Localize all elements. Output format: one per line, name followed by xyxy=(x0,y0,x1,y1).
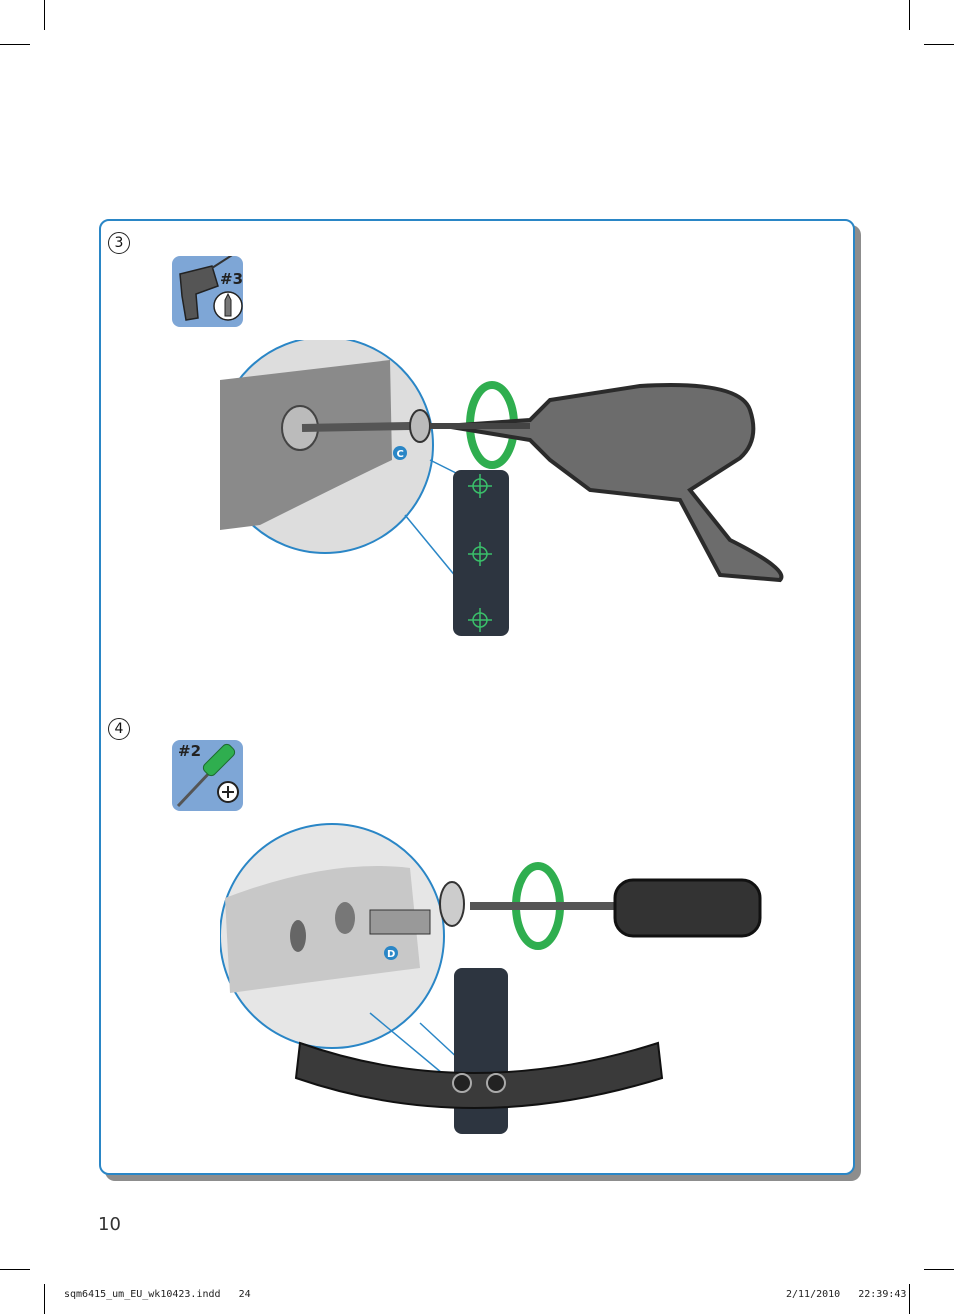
crop-mark xyxy=(924,44,954,45)
mount-bolt xyxy=(369,909,431,935)
step3-illustration: C xyxy=(220,340,784,636)
crop-mark xyxy=(44,1284,45,1314)
wall-mount-plate xyxy=(454,968,508,1134)
drill-bit-size-label: #3 xyxy=(220,270,244,288)
crop-mark xyxy=(909,0,910,30)
crop-mark xyxy=(0,1269,30,1270)
screwdriver-icon xyxy=(176,743,239,808)
print-slug-date-time: 2/11/2010 22:39:43 xyxy=(786,1289,907,1300)
print-slug-file-info: sqm6415_um_EU_wk10423.indd 24 xyxy=(64,1289,251,1300)
screw xyxy=(301,422,411,432)
drill-icon xyxy=(179,256,243,321)
callout-c-badge xyxy=(393,446,407,460)
step4-illustration: D xyxy=(220,823,762,1134)
curved-stand-bar xyxy=(294,1041,664,1109)
screwdriver-size-label: #2 xyxy=(178,742,202,760)
drill-target-markers xyxy=(468,474,492,632)
drill-bit-tool-badge xyxy=(172,256,243,327)
page-number: 10 xyxy=(98,1214,121,1235)
crop-mark xyxy=(44,0,45,30)
screwdriver-tool-badge xyxy=(172,740,243,811)
screwdriver-handle xyxy=(613,878,762,938)
crop-mark xyxy=(909,1284,910,1314)
power-drill xyxy=(444,383,784,583)
crop-mark xyxy=(924,1269,954,1270)
callout-c-letter: C xyxy=(397,449,404,460)
step-number-3: 3 xyxy=(108,232,130,254)
callout-d-badge xyxy=(384,946,398,960)
step-number-4: 4 xyxy=(108,718,130,740)
crop-mark xyxy=(0,44,30,45)
wall-mount-plate xyxy=(453,470,509,636)
callout-d-letter: D xyxy=(387,949,395,960)
